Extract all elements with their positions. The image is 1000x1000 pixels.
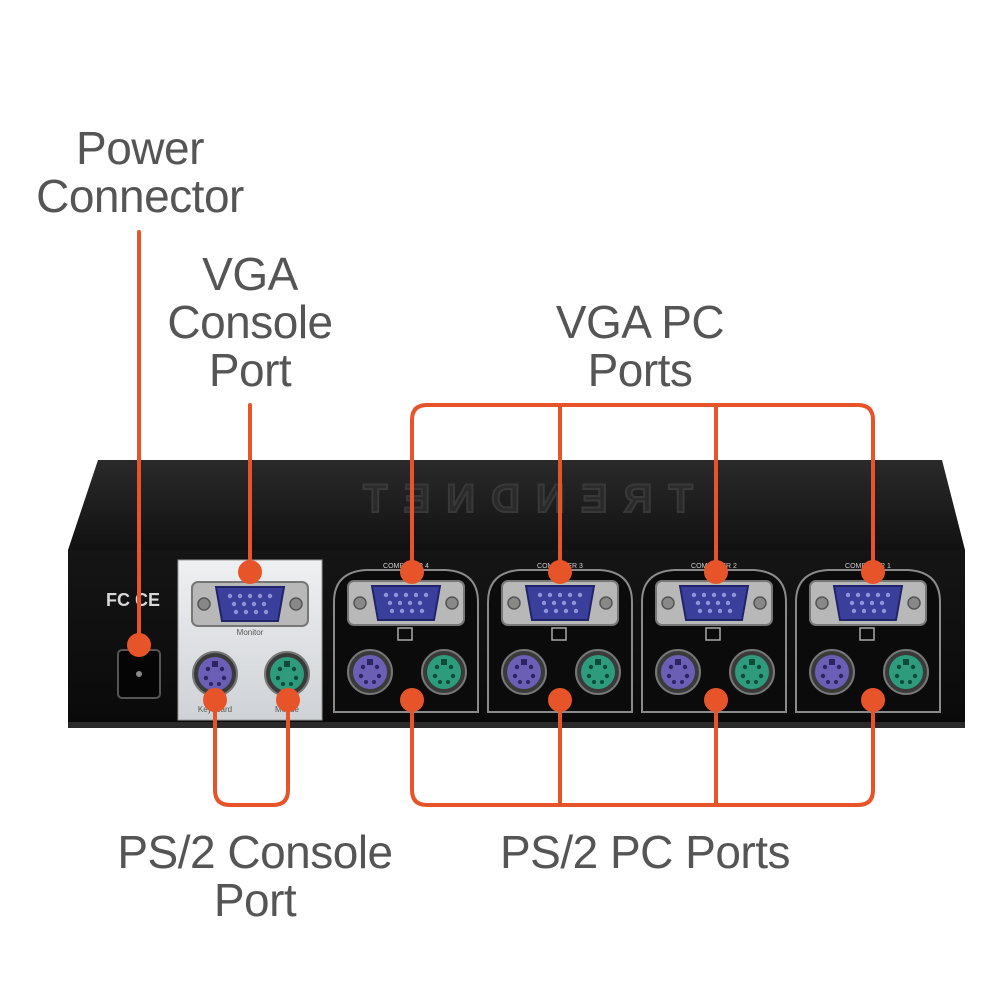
vga-console-port bbox=[191, 581, 309, 627]
ps2-pc-mouse-port-4 bbox=[421, 649, 467, 695]
ps2-pc-mouse-port-2 bbox=[729, 649, 775, 695]
vga-console-line1: VGA bbox=[202, 248, 298, 300]
chassis-top bbox=[68, 460, 965, 550]
vga-pc-line1: VGA PC bbox=[555, 296, 725, 348]
ps2-console-line1: PS/2 Console bbox=[117, 826, 393, 878]
callout-dots bbox=[127, 560, 885, 712]
vga-pc-line2: Ports bbox=[587, 344, 693, 396]
power-label-line2: Connector bbox=[36, 170, 244, 222]
computer-4-panel bbox=[333, 569, 479, 713]
vga-pc-port-3 bbox=[501, 580, 619, 626]
ps2-pc-keyboard-port-1 bbox=[809, 649, 855, 695]
ps2-pc-ports-label: PS/2 PC Ports bbox=[499, 826, 791, 878]
vga-console-line3: Port bbox=[208, 344, 292, 396]
power-connector-label: Power Connector bbox=[20, 124, 260, 220]
ps2-pc-keyboard-port-4 bbox=[347, 649, 393, 695]
ps2-console-line2: Port bbox=[213, 874, 297, 926]
power-label-line1: Power bbox=[76, 122, 204, 174]
ps2-pc-keyboard-port-3 bbox=[501, 649, 547, 695]
callout-lines bbox=[137, 230, 875, 807]
vga-pc-ports-label: VGA PC Ports bbox=[520, 298, 760, 394]
computer-1-panel bbox=[795, 569, 941, 713]
ps2-pc-mouse-port-1 bbox=[883, 649, 929, 695]
computer-2-panel bbox=[641, 569, 787, 713]
fc-ce-mark: FC CE bbox=[106, 590, 160, 610]
vga-pc-port-2 bbox=[655, 580, 773, 626]
svg-text:TRENDNET: TRENDNET bbox=[347, 477, 693, 521]
vga-console-line2: Console bbox=[167, 296, 333, 348]
ps2-pc-keyboard-port-2 bbox=[655, 649, 701, 695]
svg-text:Monitor: Monitor bbox=[237, 628, 264, 637]
ps2-console-port-label: PS/2 Console Port bbox=[90, 828, 420, 924]
vga-pc-port-1 bbox=[809, 580, 927, 626]
vga-pc-port-4 bbox=[347, 580, 465, 626]
computer-3-panel bbox=[487, 569, 633, 713]
vga-console-port-label: VGA Console Port bbox=[150, 250, 350, 394]
trendnet-logo: TRENDNET bbox=[346, 476, 694, 522]
ps2-pc-mouse-port-3 bbox=[575, 649, 621, 695]
